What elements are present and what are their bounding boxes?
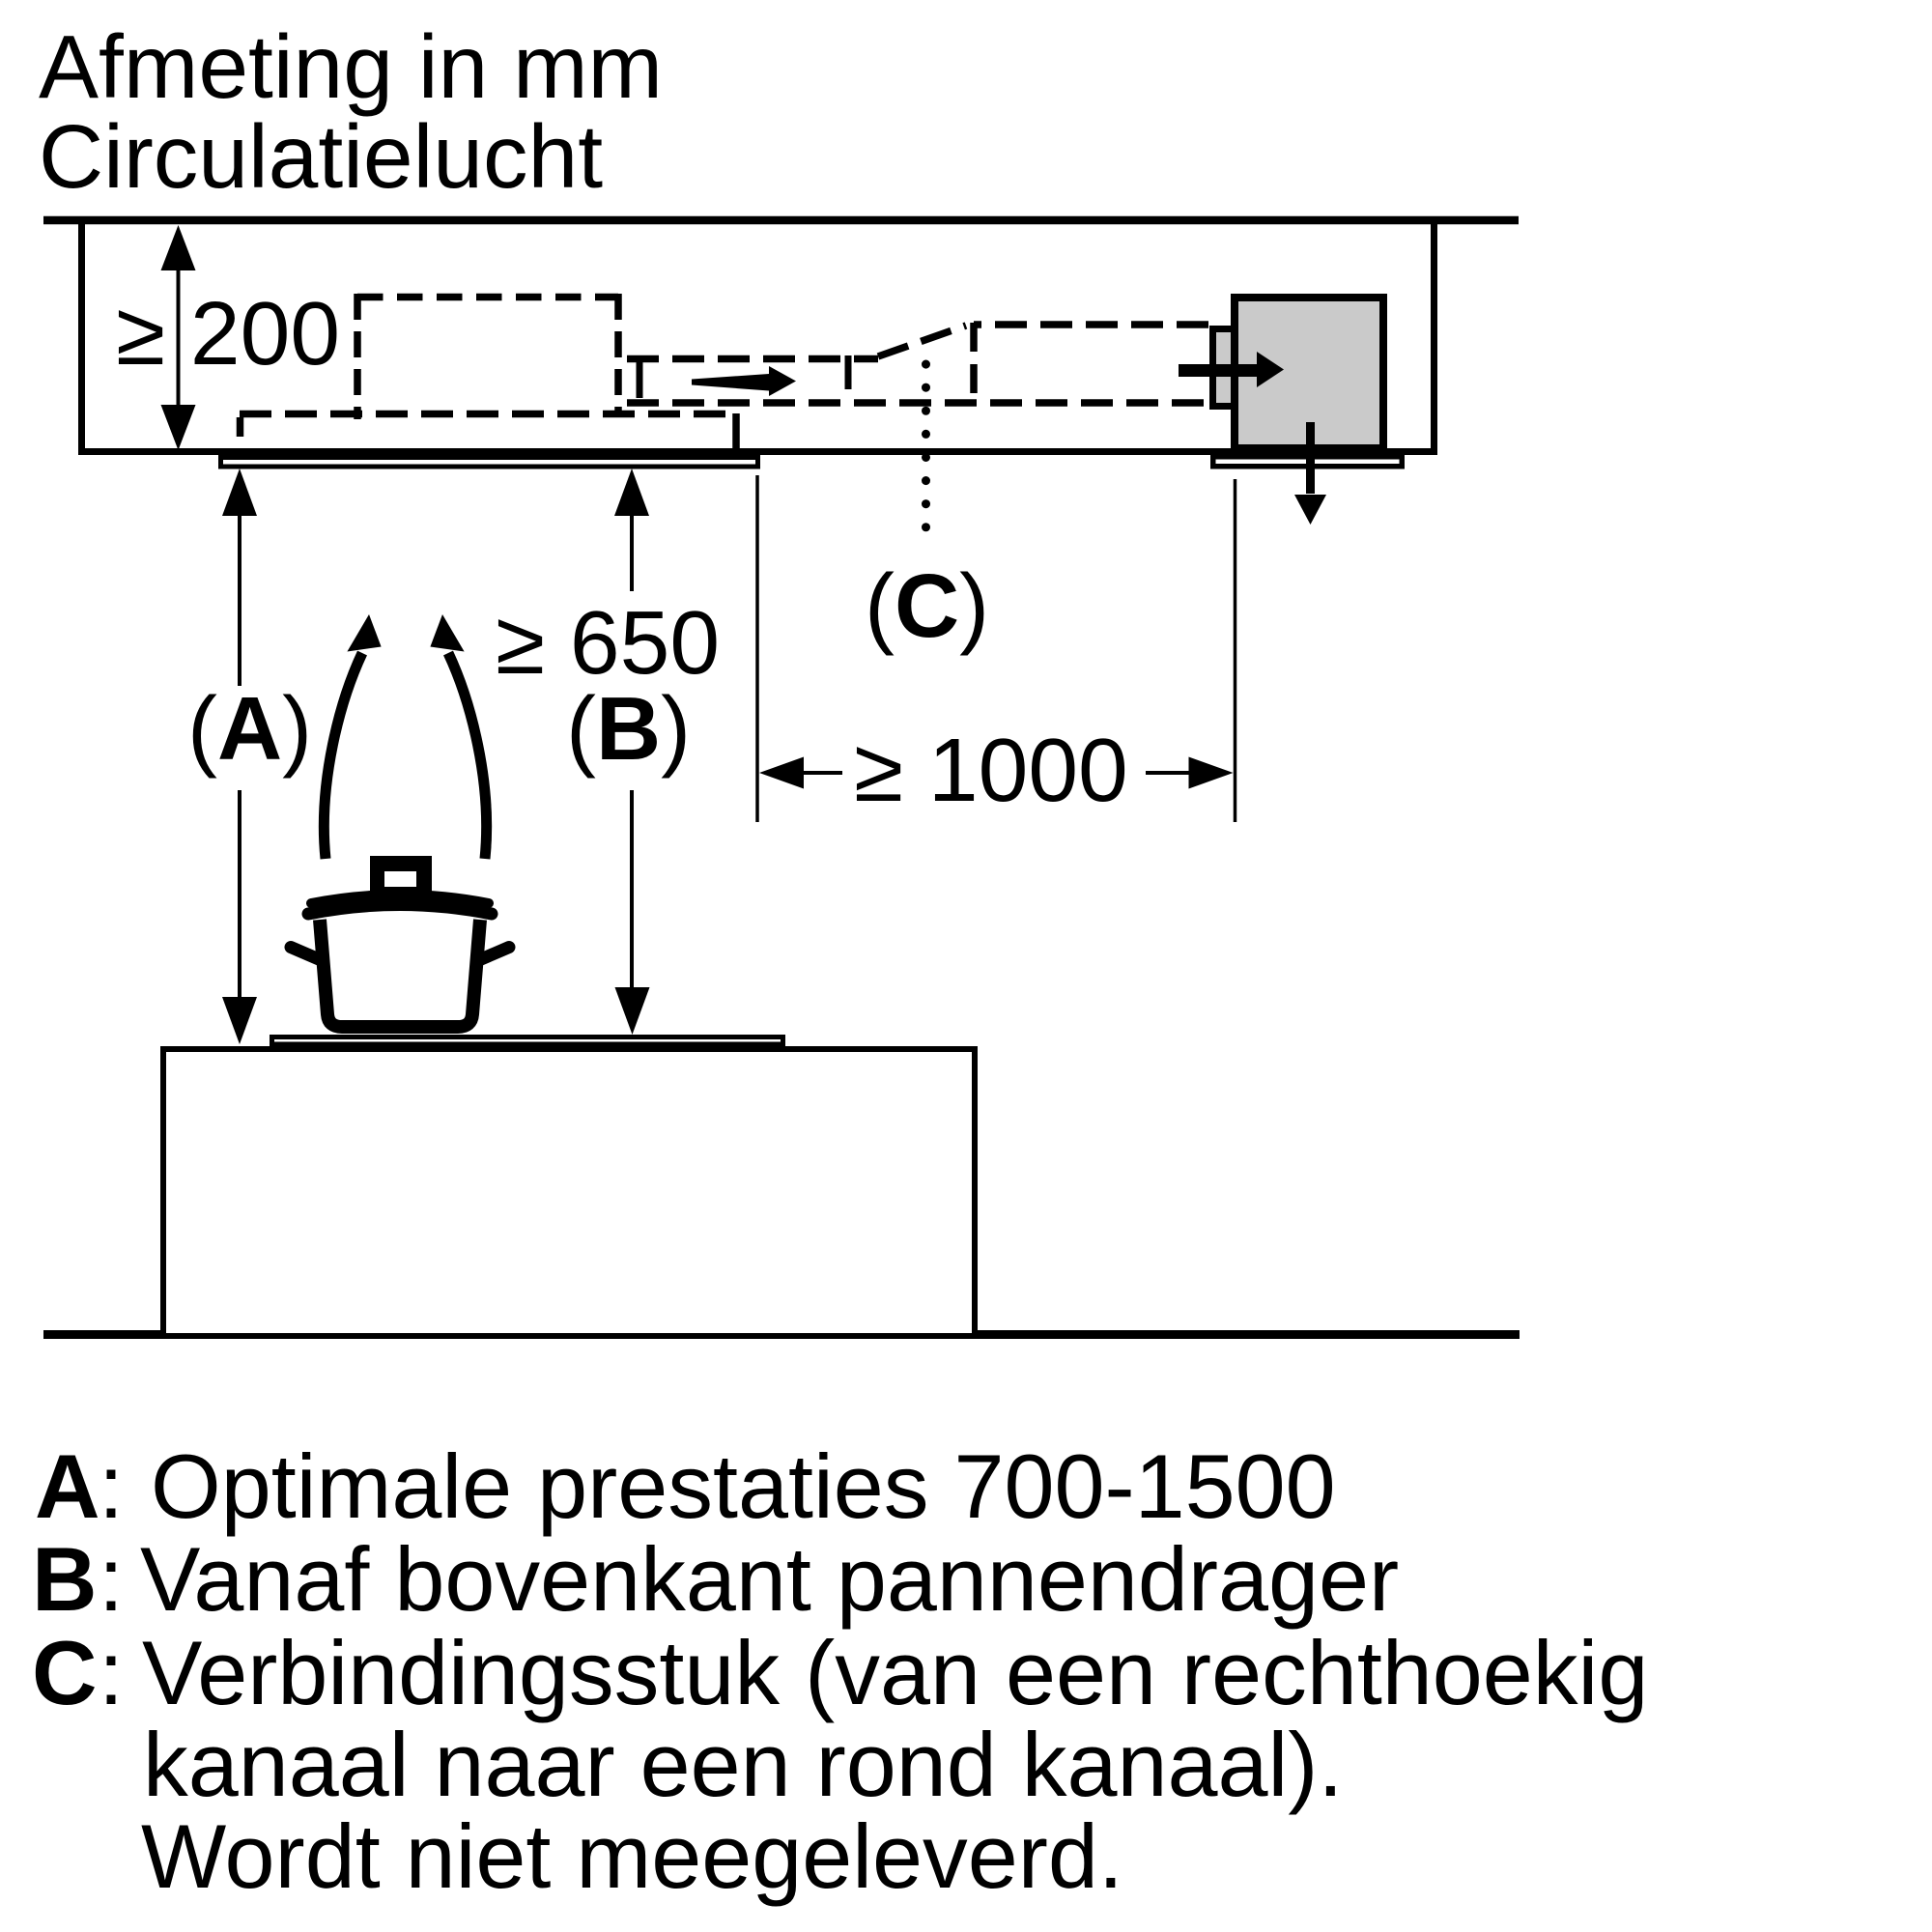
svg-text:≥ 650: ≥ 650	[496, 592, 720, 693]
svg-text:Verbindingsstuk (van een recht: Verbindingsstuk (van een rechthoekig	[142, 1622, 1648, 1723]
svg-text:Wordt niet meegeleverd.: Wordt niet meegeleverd.	[141, 1805, 1123, 1907]
svg-text:(B): (B)	[566, 678, 691, 779]
svg-text:C: C	[32, 1622, 98, 1723]
svg-text:Afmeting in mm: Afmeting in mm	[39, 16, 663, 117]
svg-text:kanaal naar een rond kanaal).: kanaal naar een rond kanaal).	[143, 1714, 1343, 1815]
svg-text:Vanaf bovenkant pannendrager: Vanaf bovenkant pannendrager	[140, 1528, 1399, 1630]
svg-text:Optimale prestaties 700-1500: Optimale prestaties 700-1500	[151, 1435, 1336, 1537]
svg-text:(C): (C)	[865, 555, 989, 656]
svg-text:A: A	[35, 1435, 100, 1537]
svg-text:≥ 200: ≥ 200	[116, 283, 340, 384]
svg-text::: :	[99, 1622, 124, 1723]
svg-text::: :	[99, 1435, 124, 1537]
svg-text:Circulatielucht: Circulatielucht	[39, 106, 603, 207]
svg-text::: :	[99, 1528, 124, 1630]
svg-text:(A): (A)	[187, 678, 312, 779]
svg-text:≥ 1000: ≥ 1000	[854, 720, 1128, 820]
svg-text:B: B	[32, 1528, 98, 1630]
